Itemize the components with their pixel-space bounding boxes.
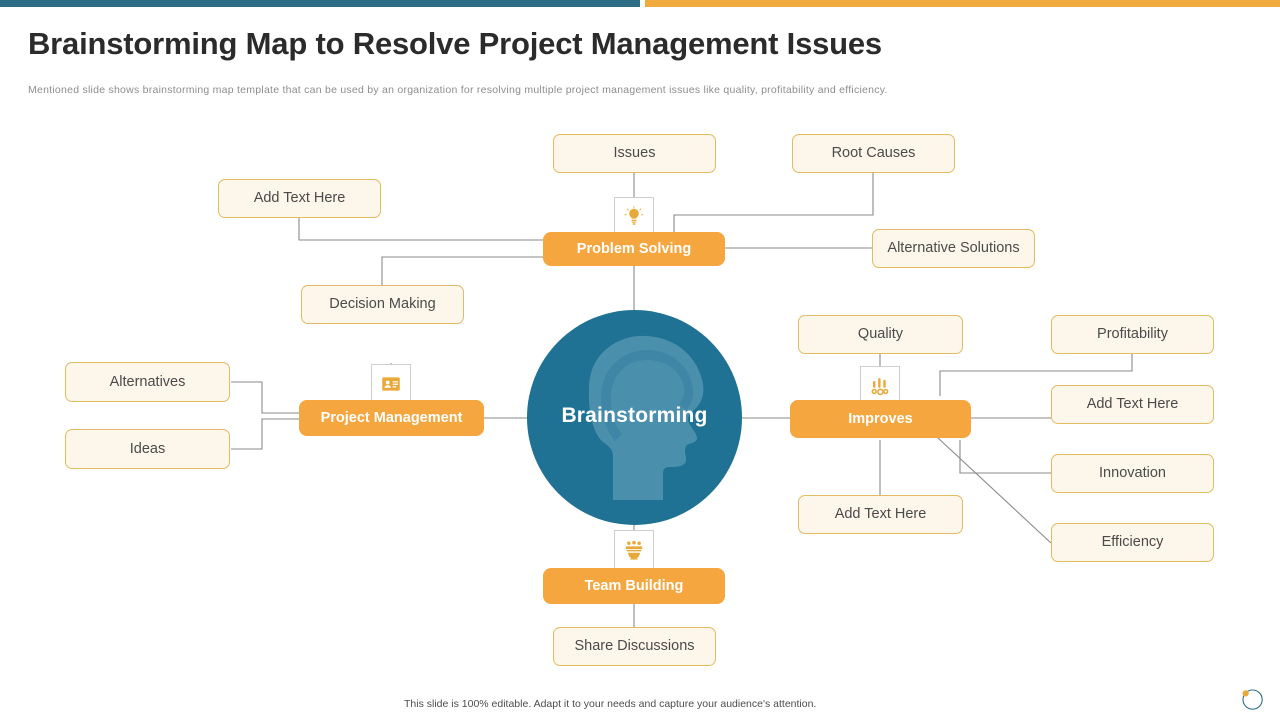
- leaf-node-root-causes[interactable]: Root Causes: [792, 134, 955, 173]
- leaf-node-share-discussions[interactable]: Share Discussions: [553, 627, 716, 666]
- leaf-node-profitability[interactable]: Profitability: [1051, 315, 1214, 354]
- accent-bar-left: [0, 0, 640, 7]
- leaf-node-alternatives[interactable]: Alternatives: [65, 362, 230, 402]
- leaf-node-add-text-here-top-left[interactable]: Add Text Here: [218, 179, 381, 218]
- page-title: Brainstorming Map to Resolve Project Man…: [28, 26, 882, 61]
- id-card-icon-chip: [371, 364, 411, 404]
- accent-bar-right: [645, 0, 1280, 7]
- leaf-node-add-text-here-bottom-right[interactable]: Add Text Here: [798, 495, 963, 534]
- bar-chart-icon-chip: [860, 366, 900, 406]
- branch-node-problem-solving[interactable]: Problem Solving: [543, 232, 725, 266]
- center-node-label: Brainstorming: [561, 404, 708, 427]
- leaf-node-innovation[interactable]: Innovation: [1051, 454, 1214, 493]
- branch-node-project-management[interactable]: Project Management: [299, 400, 484, 436]
- lightbulb-icon-chip: [614, 197, 654, 237]
- leaf-node-decision-making[interactable]: Decision Making: [301, 285, 464, 324]
- leaf-node-ideas[interactable]: Ideas: [65, 429, 230, 469]
- head-silhouette-icon: [589, 335, 704, 500]
- leaf-node-issues[interactable]: Issues: [553, 134, 716, 173]
- footer-note: This slide is 100% editable. Adapt it to…: [404, 698, 817, 710]
- id-card-icon: [382, 377, 400, 391]
- branch-node-team-building[interactable]: Team Building: [543, 568, 725, 604]
- center-node-brainstorming[interactable]: [527, 310, 742, 525]
- lightbulb-icon: [624, 206, 644, 225]
- team-icon: [625, 540, 643, 560]
- leaf-node-alternative-solutions[interactable]: Alternative Solutions: [872, 229, 1035, 268]
- leaf-node-efficiency[interactable]: Efficiency: [1051, 523, 1214, 562]
- bar-chart-icon: [871, 378, 889, 396]
- team-icon-chip: [614, 530, 654, 570]
- leaf-node-add-text-here-right[interactable]: Add Text Here: [1051, 385, 1214, 424]
- branch-node-improves[interactable]: Improves: [790, 400, 971, 438]
- leaf-node-quality[interactable]: Quality: [798, 315, 963, 354]
- brand-logo-icon: [1242, 689, 1263, 710]
- page-subtitle: Mentioned slide shows brainstorming map …: [28, 84, 888, 96]
